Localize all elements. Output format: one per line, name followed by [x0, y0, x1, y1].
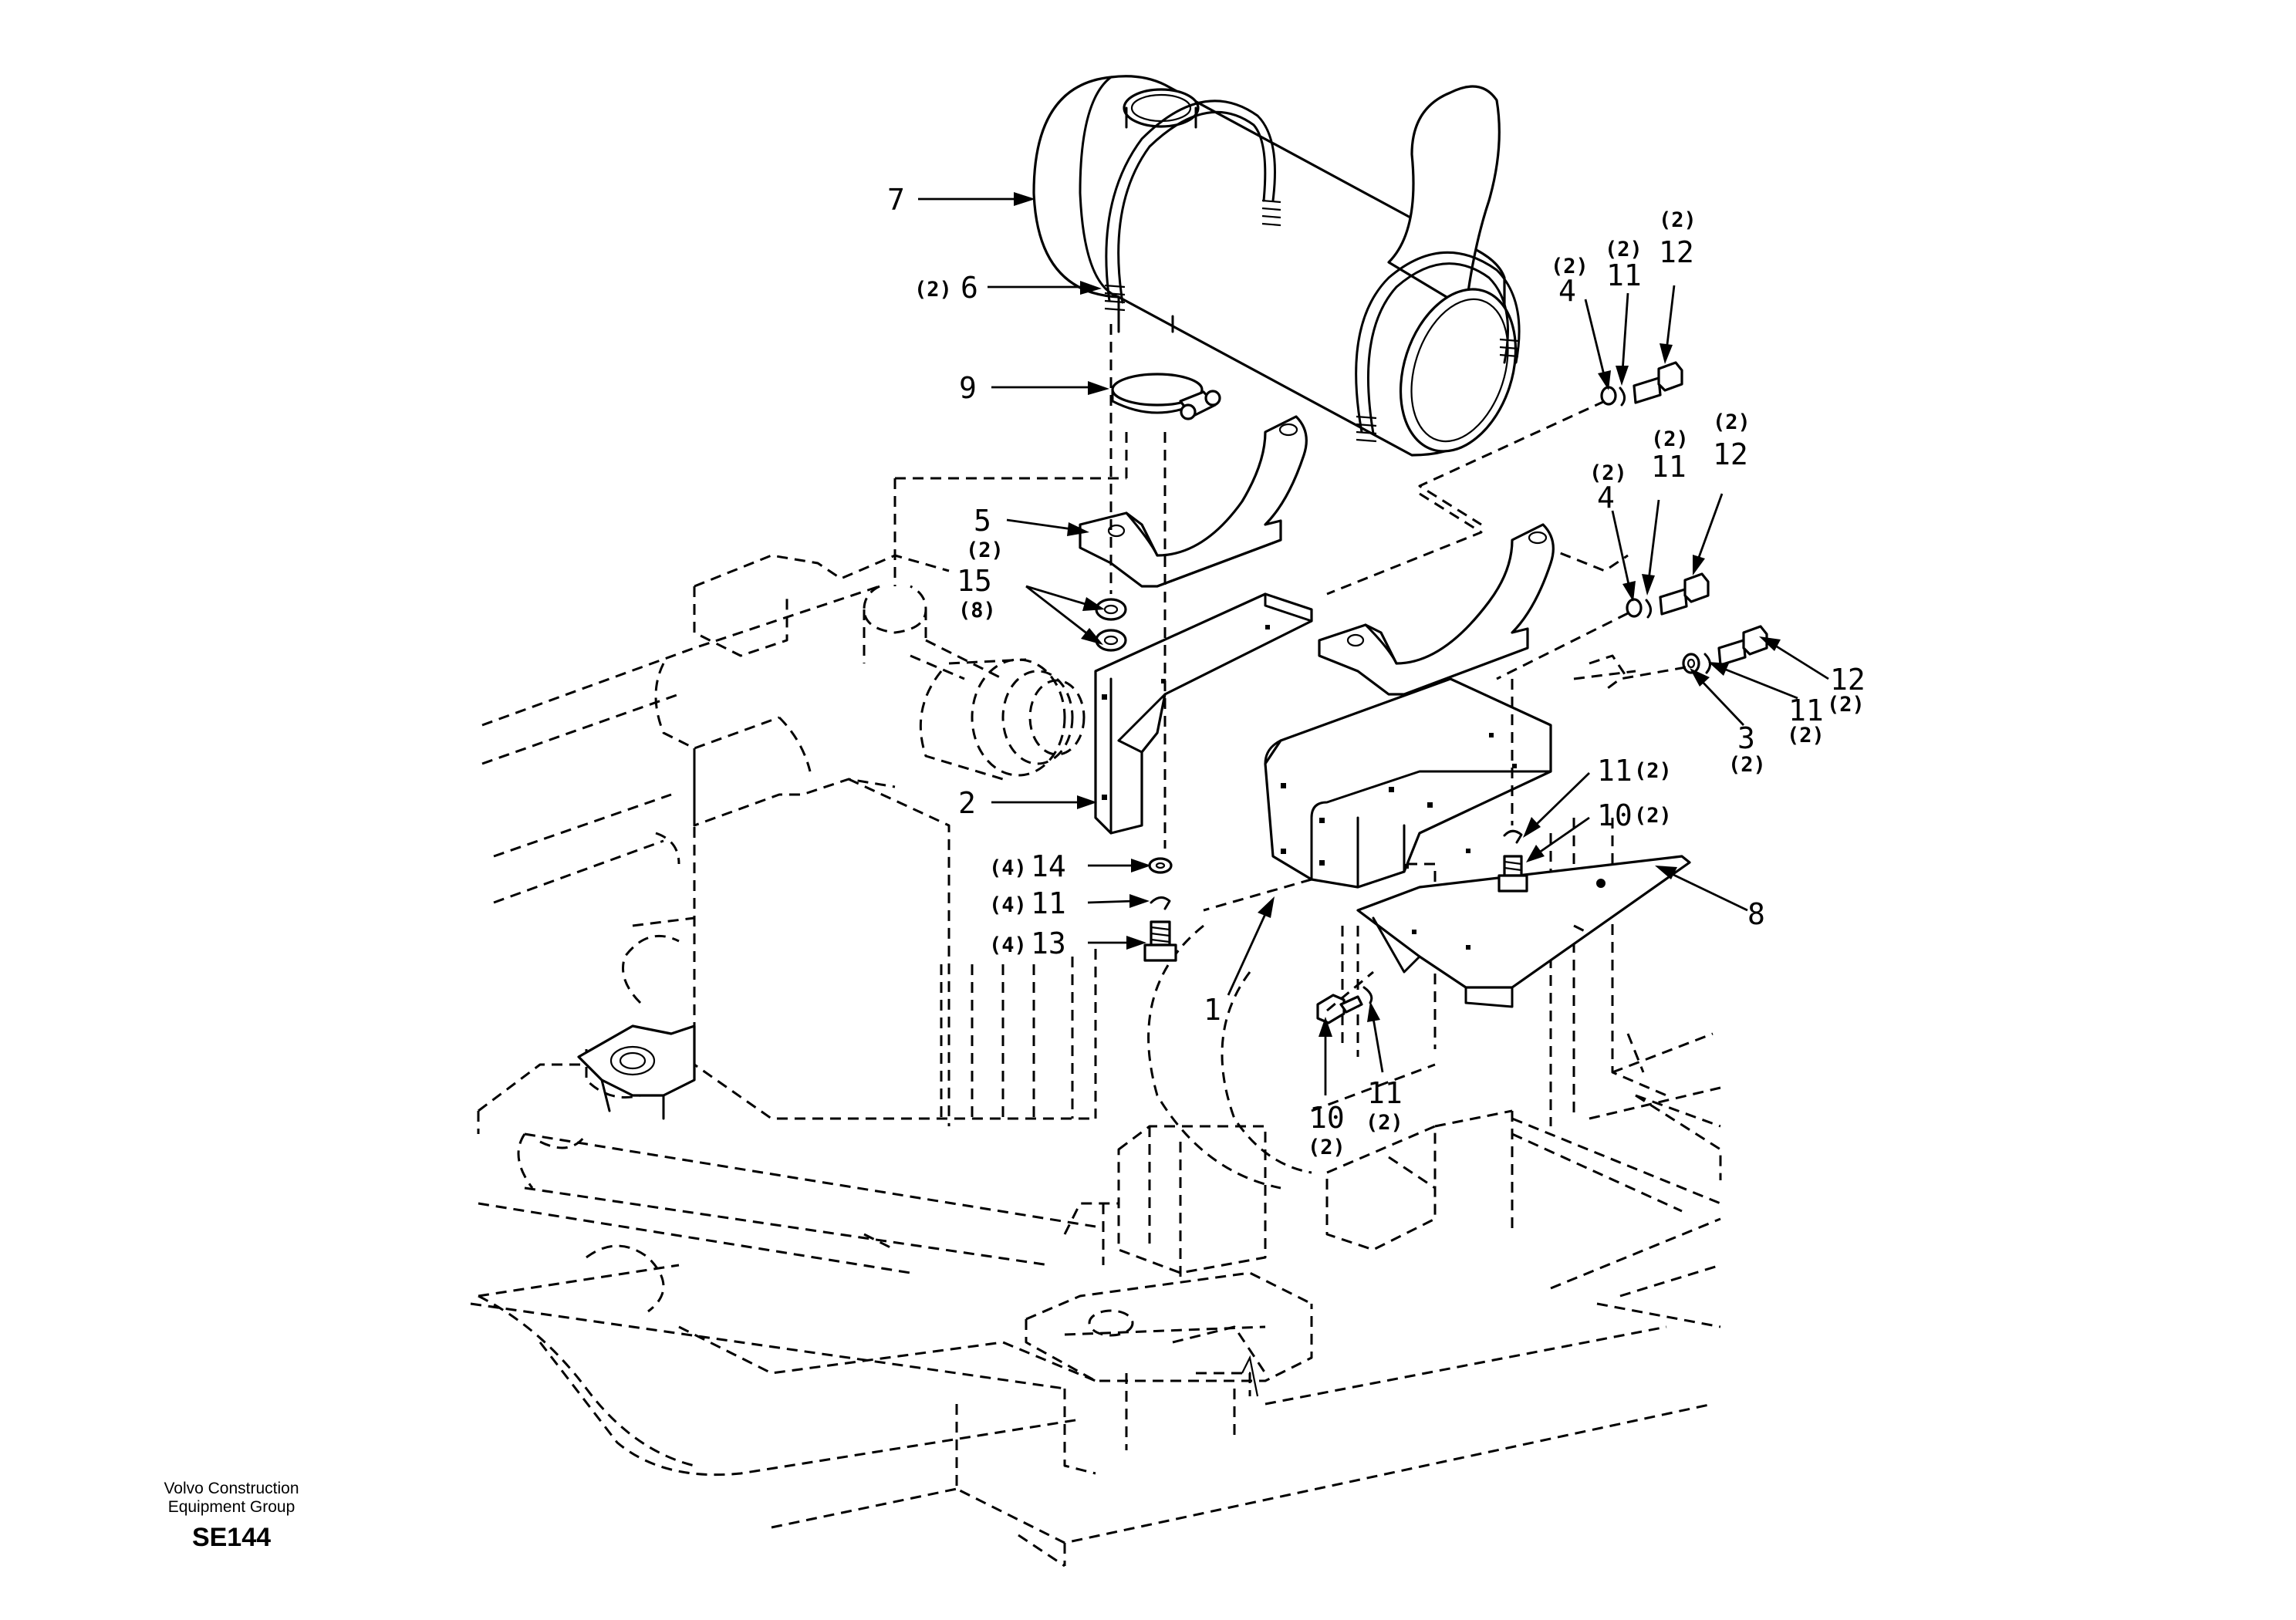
callout-11e-number: 11 — [1651, 450, 1687, 484]
muffler-saddle-bracket-right — [1318, 523, 1555, 696]
muffler — [1032, 75, 1518, 457]
support-bracket-left — [1094, 592, 1313, 835]
engine-frame-phantom-lines — [470, 432, 1722, 1568]
callout-11c-qty: (2) — [1634, 759, 1672, 783]
callout-4a-qty: (2) — [1551, 255, 1589, 278]
fastener-stack-14-11-13 — [1143, 857, 1177, 962]
callout-11e-qty: (2) — [1651, 427, 1689, 451]
lower-left-mount-bracket — [577, 1024, 696, 1120]
fastener-group-middle-right — [1626, 572, 1710, 619]
callout-11a-qty: (4) — [989, 893, 1027, 917]
fastener-group-upper-right — [1600, 361, 1683, 407]
main-support — [1264, 677, 1552, 889]
pipe-clamp — [1111, 373, 1221, 420]
callout-6-number: 6 — [961, 271, 978, 305]
footer-company-line1: Volvo Construction — [164, 1480, 299, 1497]
support-brace — [1356, 855, 1691, 1008]
callout-9-number: 9 — [959, 371, 977, 405]
callout-15-qty: (8) — [958, 599, 996, 623]
callout-14-qty: (4) — [989, 856, 1027, 880]
callout-3-qty: (2) — [1728, 753, 1766, 777]
callout-4b-number: 4 — [1597, 481, 1615, 515]
callout-11f-number: 11 — [1788, 694, 1824, 727]
footer-drawing-code: SE144 — [191, 1523, 272, 1552]
assembly-centerlines — [1109, 324, 1687, 1012]
u-bolt-left — [1104, 100, 1281, 312]
callout-13-number: 13 — [1031, 926, 1066, 960]
callout-4a-number: 4 — [1558, 274, 1576, 308]
callout-10a-number: 10 — [1309, 1101, 1345, 1135]
callout-11a-number: 11 — [1031, 886, 1066, 920]
callout-12c-number: 12 — [1830, 663, 1866, 697]
callout-12b-number: 12 — [1713, 437, 1748, 471]
muffler-saddle-bracket-left — [1079, 415, 1308, 588]
callout-7-number: 7 — [887, 183, 905, 217]
fastener-stack-10-11-lower — [1316, 986, 1373, 1024]
callout-3-number: 3 — [1737, 721, 1755, 755]
callout-11b-qty: (2) — [1366, 1111, 1403, 1135]
callout-1-number: 1 — [1204, 993, 1221, 1027]
u-bolt-right — [1355, 251, 1521, 443]
callout-5-number: 5 — [974, 504, 991, 538]
nut-set-15 — [1095, 598, 1127, 652]
callout-10b-qty: (2) — [1634, 804, 1672, 828]
fastener-stack-11-10-upper — [1497, 829, 1528, 893]
leader-lines — [918, 192, 1829, 1095]
callout-labels: 7 (2) 6 9 5 (2) 15 (8) 2 (4) 14 (4) 11 (… — [887, 183, 1866, 1159]
footer-company-line2: Equipment Group — [167, 1498, 295, 1516]
callout-4b-qty: (2) — [1589, 461, 1627, 485]
callout-12a-qty: (2) — [1659, 208, 1697, 232]
callout-2-number: 2 — [958, 786, 976, 820]
callout-12a-number: 12 — [1659, 235, 1694, 269]
callout-5-qty: (2) — [966, 538, 1004, 562]
callout-11b-number: 11 — [1367, 1076, 1403, 1110]
callout-13-qty: (4) — [989, 933, 1027, 957]
callout-11d-qty: (2) — [1605, 238, 1643, 262]
callout-12b-qty: (2) — [1713, 410, 1751, 434]
callout-14-number: 14 — [1031, 849, 1066, 883]
fastener-group-lower-right — [1682, 625, 1768, 674]
callout-12c-qty: (2) — [1827, 693, 1865, 717]
callout-15-number: 15 — [957, 564, 992, 598]
callout-10a-qty: (2) — [1308, 1136, 1346, 1159]
callout-11c-number: 11 — [1597, 754, 1633, 788]
callout-6-qty: (2) — [914, 278, 952, 302]
callout-11f-qty: (2) — [1787, 724, 1825, 748]
callout-11d-number: 11 — [1606, 258, 1642, 292]
callout-8-number: 8 — [1747, 897, 1765, 931]
callout-10b-number: 10 — [1597, 798, 1633, 832]
